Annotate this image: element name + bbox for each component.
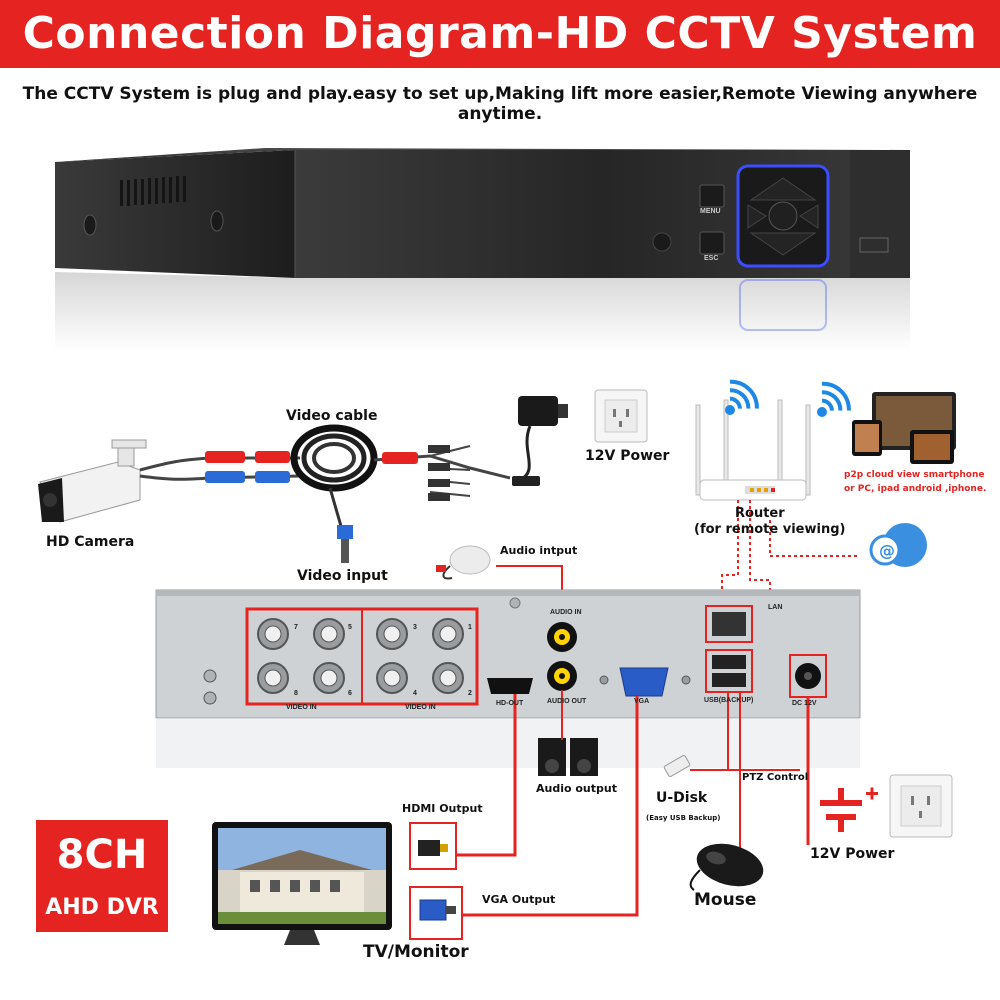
bnc-number: 2 (468, 690, 472, 697)
badge-channel-count: 8CH (56, 832, 148, 878)
video-input-label: Video input (297, 568, 388, 584)
bnc-number: 7 (294, 624, 298, 631)
audio-in-port-label: AUDIO IN (550, 609, 582, 616)
bnc-number: 3 (413, 624, 417, 631)
router-label: Router (735, 506, 785, 521)
video-in-right-label: VIDEO IN (405, 704, 436, 711)
hd-camera-icon (38, 439, 147, 523)
hdmi-cable-icon (418, 840, 448, 856)
cable-coil-icon (290, 424, 378, 492)
mouse-icon (689, 843, 764, 891)
microphone-icon (436, 545, 491, 580)
p2p-line2-label: or PC, ipad android ,iphone. (844, 484, 987, 494)
usb-drive-icon (663, 755, 691, 777)
router-icon (695, 399, 811, 501)
p2p-line1-label: p2p cloud view smartphone (844, 470, 985, 480)
ptz-control-label: PTZ Control (742, 772, 809, 783)
tv-monitor-label: TV/Monitor (363, 942, 469, 962)
vga-cable-icon (419, 899, 456, 921)
product-badge (36, 820, 168, 932)
bnc-number: 8 (294, 690, 298, 697)
router-note-label: (for remote viewing) (694, 522, 846, 537)
bnc-number: 4 (413, 690, 417, 697)
lan-port-label: LAN (768, 604, 783, 611)
video-cable-label: Video cable (286, 408, 378, 424)
hd-out-port-label: HD-OUT (496, 700, 524, 707)
title-banner (0, 0, 1000, 68)
audio-output-label: Audio output (536, 782, 617, 795)
vga-output-label: VGA Output (482, 893, 556, 906)
power-adapter-icon (512, 396, 568, 486)
wall-outlet-icon (889, 774, 953, 838)
badge-product-type: AHD DVR (45, 895, 159, 920)
mouse-label: Mouse (694, 890, 757, 910)
vga-port-label: VGA (634, 698, 650, 705)
devices-icon (852, 392, 956, 464)
dvr-rear-panel (155, 589, 861, 768)
wifi-icon (817, 381, 851, 417)
svg-text:@: @ (879, 541, 895, 560)
power-top-label: 12V Power (585, 448, 670, 464)
monitor-icon (212, 822, 392, 945)
wall-outlet-icon (594, 389, 648, 443)
video-in-left-label: VIDEO IN (286, 704, 317, 711)
bnc-number: 5 (348, 624, 352, 631)
menu-button-label: MENU (700, 208, 721, 215)
power-bottom-label: 12V Power (810, 846, 895, 862)
udisk-note-label: (Easy USB Backup) (646, 814, 721, 822)
dc-port-label: DC 12V (792, 700, 817, 707)
audio-out-port-label: AUDIO OUT (547, 698, 587, 705)
hd-camera-label: HD Camera (46, 534, 135, 550)
esc-button-label: ESC (704, 255, 719, 262)
usb-port-label: USB(BACKUP) (704, 697, 754, 704)
hdmi-output-label: HDMI Output (402, 802, 483, 815)
bnc-number: 1 (468, 624, 472, 631)
speakers-icon (538, 738, 598, 776)
power-symbol-icon (820, 787, 878, 832)
globe-icon: @ (869, 523, 927, 567)
udisk-label: U-Disk (656, 790, 708, 806)
page-subtitle: The CCTV System is plug and play.easy to… (22, 84, 978, 124)
audio-input-label: Audio intput (500, 544, 578, 557)
page-title: Connection Diagram-HD CCTV System (22, 8, 978, 59)
wifi-icon (725, 379, 759, 415)
bnc-number: 6 (348, 690, 352, 697)
dvr-front-illustration (55, 148, 910, 350)
